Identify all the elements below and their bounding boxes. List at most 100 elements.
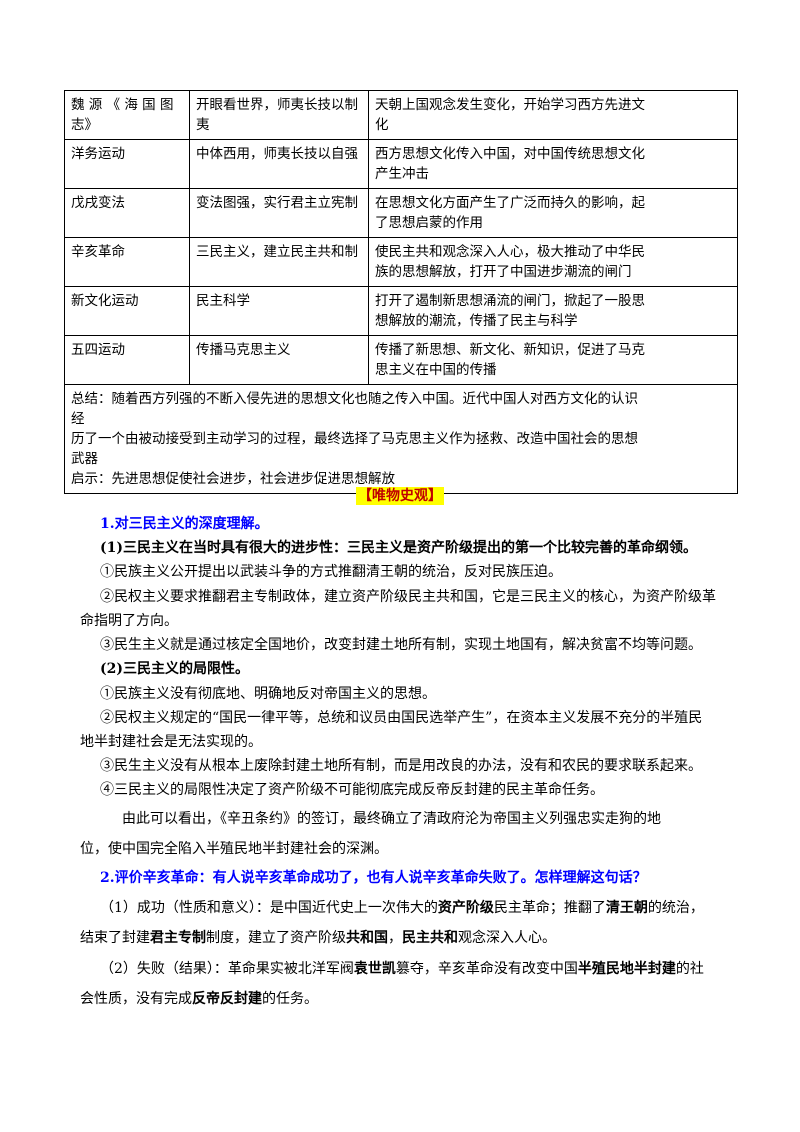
influence-text: 传播了新思想、新文化、新知识，促进了马克	[375, 342, 645, 358]
text-run: （2）失败（结果）：革命果实被北洋军阀	[100, 961, 354, 977]
section-heading: 【唯物史观】	[0, 485, 800, 505]
emphasis: 民主共和	[402, 930, 458, 946]
influence-text: 思主义在中国的传播	[375, 362, 497, 378]
influence-cell: 打开了遏制新思想涌流的闸门，掀起了一股思 想解放的潮流，传播了民主与科学	[368, 286, 738, 336]
text-run: 的社	[675, 961, 704, 977]
event-cell: 戊戌变法	[64, 188, 190, 238]
question-2-title: 2.评价辛亥革命：有人说辛亥革命成功了，也有人说辛亥革命失败了。怎样理解这句话？	[100, 870, 647, 886]
q2-failure-line-2: 会性质，没有完成反帝反封建的任务。	[80, 988, 720, 1010]
influence-text: 族的思想解放，打开了中国进步潮流的闸门	[375, 264, 632, 280]
table-row: 魏 源 《 海 国 图 志》 开眼看世界，师夷长技以制 夷 天朝上国观念发生变化…	[64, 90, 738, 140]
thought-trends-table: 魏 源 《 海 国 图 志》 开眼看世界，师夷长技以制 夷 天朝上国观念发生变化…	[64, 90, 738, 494]
content-text: 夷	[196, 117, 210, 133]
q1-conclusion-cont: 位，使中国完全陷入半殖民地半封建社会的深渊。	[80, 841, 388, 857]
summary-line: 总结：随着西方列强的不断入侵先进的思想文化也随之传入中国。近代中国人对西方文化的…	[71, 391, 638, 407]
influence-text: 西方思想文化传入中国，对中国传统思想文化	[375, 146, 645, 162]
event-text: 五四运动	[71, 342, 125, 358]
influence-text: 在思想文化方面产生了广泛而持久的影响，起	[375, 195, 645, 211]
table-row: 洋务运动 中体西用，师夷长技以自强 西方思想文化传入中国，对中国传统思想文化 产…	[64, 139, 738, 189]
table-row: 五四运动 传播马克思主义 传播了新思想、新文化、新知识，促进了马克 思主义在中国…	[64, 335, 738, 385]
influence-cell: 传播了新思想、新文化、新知识，促进了马克 思主义在中国的传播	[368, 335, 738, 385]
content-cell: 中体西用，师夷长技以自强	[189, 139, 369, 189]
influence-cell: 天朝上国观念发生变化，开始学习西方先进文 化	[368, 90, 738, 140]
summary-line: 武器	[71, 451, 98, 467]
q1-point: ②民权主义规定的“国民一律平等，总统和议员由国民选举产生”，在资本主义发展不充分…	[100, 710, 703, 726]
content-cell: 变法图强，实行君主立宪制	[189, 188, 369, 238]
influence-text: 了思想启蒙的作用	[375, 215, 483, 231]
q1-point-cont: 地半封建社会是无法实现的。	[80, 734, 262, 750]
influence-cell: 使民主共和观念深入人心，极大推动了中华民 族的思想解放，打开了中国进步潮流的闸门	[368, 237, 738, 287]
q2-failure-line-1: （2）失败（结果）：革命果实被北洋军阀袁世凯篡夺，辛亥革命没有改变中国半殖民地半…	[100, 958, 740, 980]
emphasis: 清王朝	[605, 900, 648, 916]
text-run: 观念深入人心。	[458, 930, 556, 946]
event-cell: 魏 源 《 海 国 图 志》	[64, 90, 190, 140]
table-row: 辛亥革命 三民主义，建立民主共和制 使民主共和观念深入人心，极大推动了中华民 族…	[64, 237, 738, 287]
q1-point: ②民权主义要求推翻君主专制政体，建立资产阶级民主共和国，它是三民主义的核心，为资…	[100, 589, 716, 605]
text-run: 制度，建立了资产阶级	[206, 930, 346, 946]
text-run: 结束了封建	[80, 930, 150, 946]
influence-cell: 在思想文化方面产生了广泛而持久的影响，起 了思想启蒙的作用	[368, 188, 738, 238]
content-cell: 开眼看世界，师夷长技以制 夷	[189, 90, 369, 140]
summary-row: 总结：随着西方列强的不断入侵先进的思想文化也随之传入中国。近代中国人对西方文化的…	[64, 384, 738, 494]
content-cell: 传播马克思主义	[189, 335, 369, 385]
emphasis: 袁世凯	[353, 961, 396, 977]
q2-success-line-1: （1）成功（性质和意义）：是中国近代史上一次伟大的资产阶级民主革命；推翻了清王朝…	[100, 897, 740, 919]
content-text: 传播马克思主义	[196, 342, 291, 358]
influence-text: 打开了遏制新思想涌流的闸门，掀起了一股思	[375, 293, 645, 309]
influence-text: 产生冲击	[375, 166, 429, 182]
content-text: 民主科学	[196, 293, 250, 309]
q1-subheading-1: (1)三民主义在当时具有很大的进步性：三民主义是资产阶级提出的第一个比较完善的革…	[100, 540, 697, 556]
q1-subheading-2: (2)三民主义的局限性。	[100, 661, 249, 677]
q1-conclusion: 由此可以看出，《辛丑条约》的签订，最终确立了清政府沦为帝国主义列强忠实走狗的地	[122, 811, 661, 827]
summary-cell: 总结：随着西方列强的不断入侵先进的思想文化也随之传入中国。近代中国人对西方文化的…	[64, 384, 738, 494]
content-text: 变法图强，实行君主立宪制	[196, 195, 358, 211]
event-text: 魏 源 《 海 国 图	[71, 97, 174, 113]
q2-success-line-2: 结束了封建君主专制制度，建立了资产阶级共和国，民主共和观念深入人心。	[80, 927, 720, 949]
q1-point: ①民族主义没有彻底地、明确地反对帝国主义的思想。	[100, 686, 436, 702]
text-run: 民主革命；推翻了	[493, 900, 606, 916]
emphasis: 君主专制	[150, 930, 206, 946]
content-text: 三民主义，建立民主共和制	[196, 244, 358, 260]
q1-point: ③民生主义就是通过核定全国地价，改变封建土地所有制，实现土地国有，解决贫富不均等…	[100, 637, 702, 653]
summary-line: 经	[71, 411, 85, 427]
question-1-title: 1.对三民主义的深度理解。	[100, 516, 269, 532]
text-run: （1）成功（性质和意义）：是中国近代史上一次伟大的	[100, 900, 438, 916]
summary-line: 历了一个由被动接受到主动学习的过程，最终选择了马克思主义作为拯救、改造中国社会的…	[71, 431, 638, 447]
table-row: 新文化运动 民主科学 打开了遏制新思想涌流的闸门，掀起了一股思 想解放的潮流，传…	[64, 286, 738, 336]
content-text: 开眼看世界，师夷长技以制	[196, 97, 358, 113]
influence-text: 化	[375, 117, 389, 133]
emphasis: 反帝反封建	[192, 991, 262, 1007]
text-run: 的统治，	[647, 900, 704, 916]
event-text: 戊戌变法	[71, 195, 125, 211]
text-run: 的任务。	[262, 991, 318, 1007]
event-cell: 洋务运动	[64, 139, 190, 189]
content-cell: 三民主义，建立民主共和制	[189, 237, 369, 287]
text-run: ，	[388, 930, 402, 946]
event-text: 志》	[71, 117, 98, 133]
section-heading-text: 【唯物史观】	[356, 487, 444, 505]
q1-point-cont: 命指明了方向。	[80, 613, 178, 629]
influence-cell: 西方思想文化传入中国，对中国传统思想文化 产生冲击	[368, 139, 738, 189]
event-text: 辛亥革命	[71, 244, 125, 260]
influence-text: 想解放的潮流，传播了民主与科学	[375, 313, 578, 329]
content-cell: 民主科学	[189, 286, 369, 336]
emphasis: 半殖民地半封建	[577, 961, 676, 977]
emphasis: 共和国	[346, 930, 388, 946]
text-run: 会性质，没有完成	[80, 991, 192, 1007]
event-cell: 辛亥革命	[64, 237, 190, 287]
q1-point: ①民族主义公开提出以武装斗争的方式推翻清王朝的统治，反对民族压迫。	[100, 564, 562, 580]
summary-line: 启示：先进思想促使社会进步，社会进步促进思想解放	[71, 471, 395, 487]
table-row: 戊戌变法 变法图强，实行君主立宪制 在思想文化方面产生了广泛而持久的影响，起 了…	[64, 188, 738, 238]
q1-point: ③民生主义没有从根本上废除封建土地所有制，而是用改良的办法，没有和农民的要求联系…	[100, 758, 702, 774]
influence-text: 使民主共和观念深入人心，极大推动了中华民	[375, 244, 645, 260]
event-text: 新文化运动	[71, 293, 139, 309]
text-run: 篡夺，辛亥革命没有改变中国	[395, 961, 578, 977]
event-cell: 五四运动	[64, 335, 190, 385]
q1-point: ④三民主义的局限性决定了资产阶级不可能彻底完成反帝反封建的民主革命任务。	[100, 782, 604, 798]
emphasis: 资产阶级	[437, 900, 494, 916]
influence-text: 天朝上国观念发生变化，开始学习西方先进文	[375, 97, 645, 113]
content-text: 中体西用，师夷长技以自强	[196, 146, 358, 162]
event-text: 洋务运动	[71, 146, 125, 162]
event-cell: 新文化运动	[64, 286, 190, 336]
